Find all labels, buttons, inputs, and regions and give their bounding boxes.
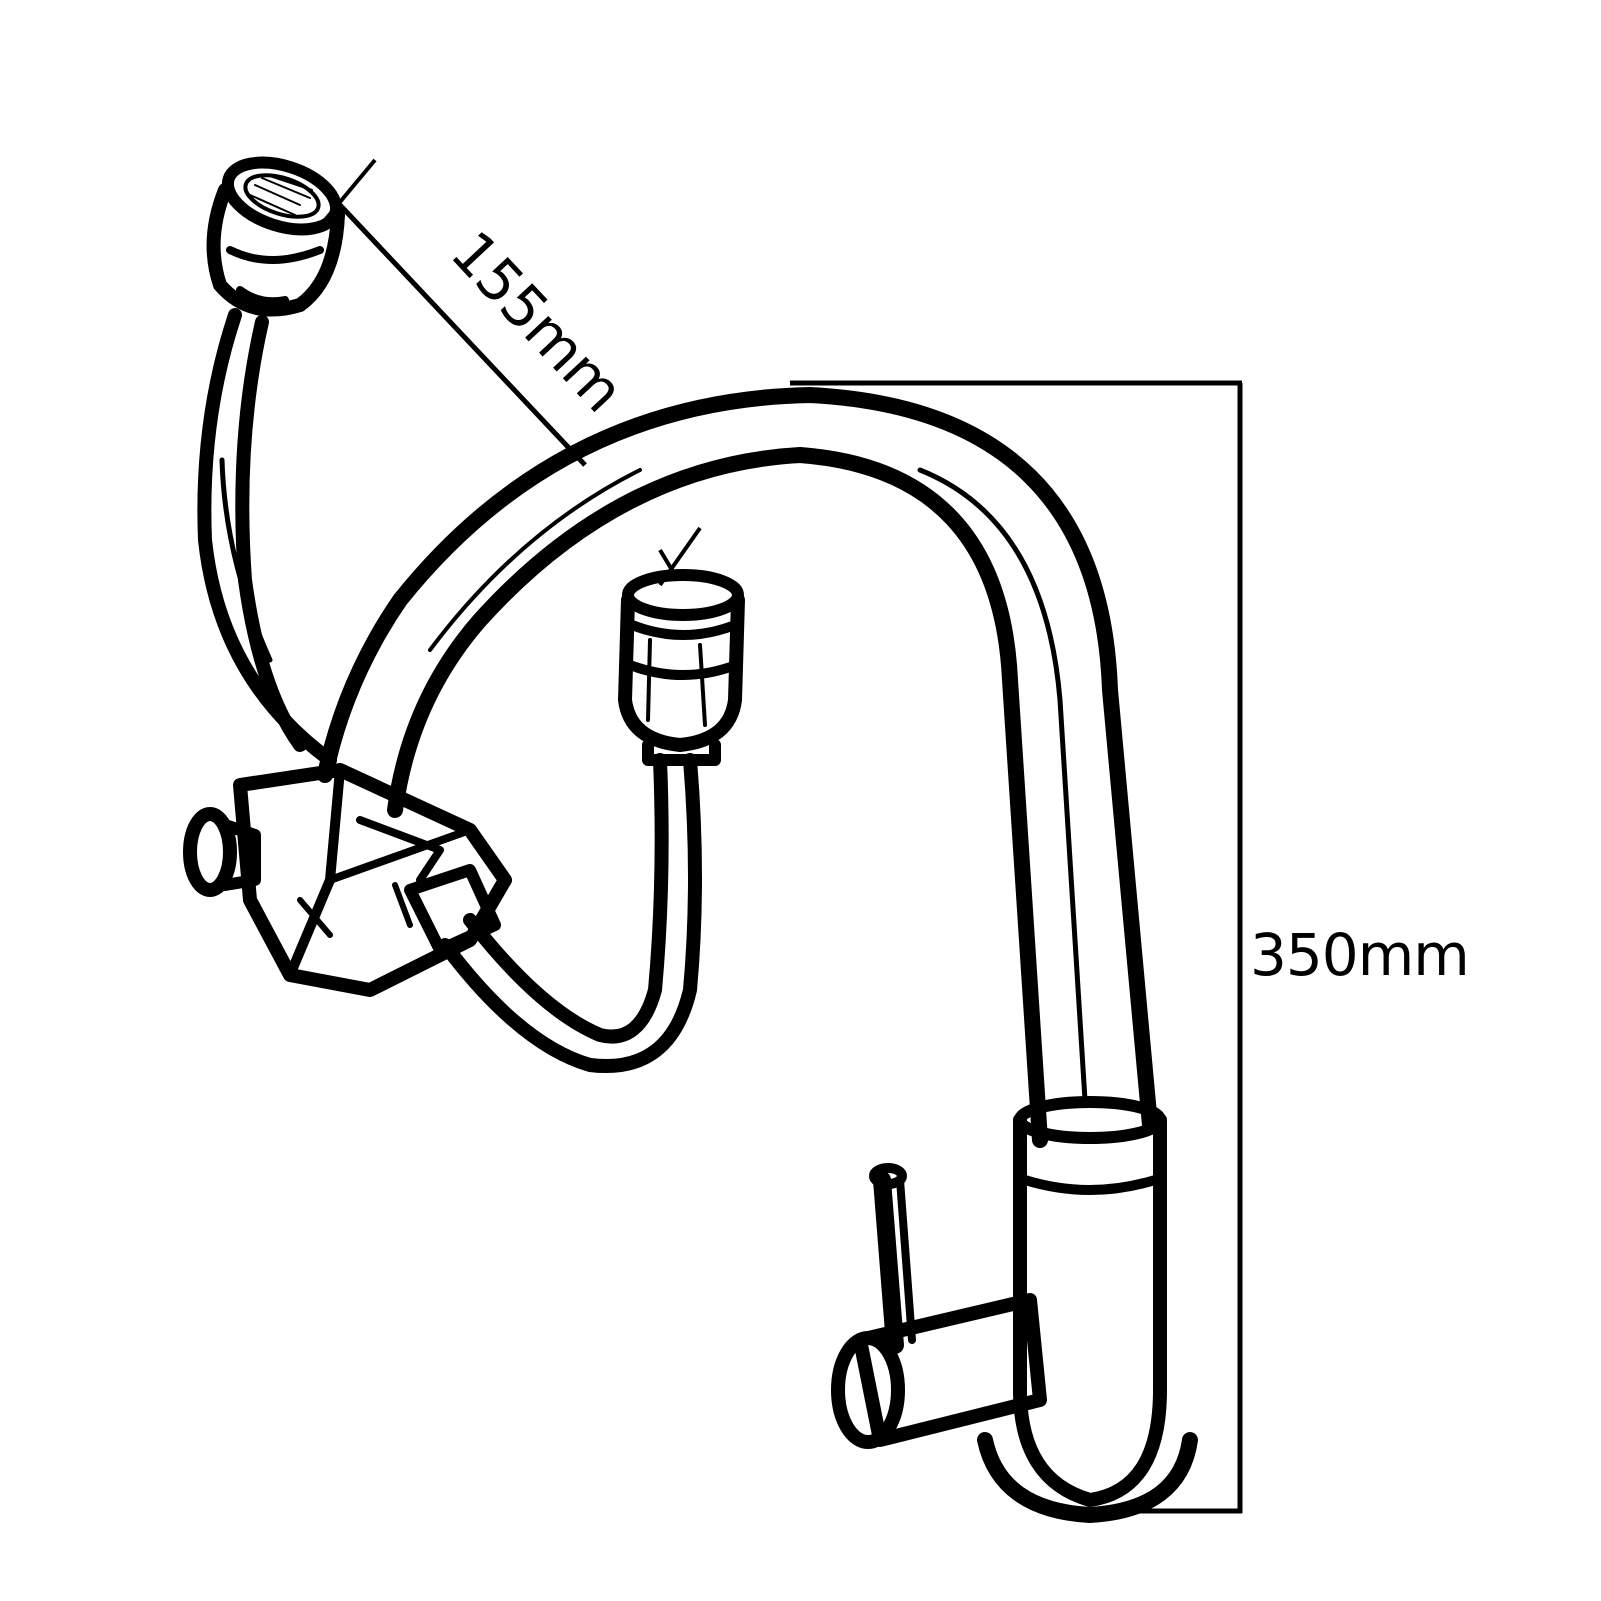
lever-handle [831, 1163, 1047, 1449]
aerator-nozzle [618, 569, 745, 766]
dimension-label-350mm: 350mm [1250, 921, 1469, 989]
main-spout [317, 387, 1158, 1148]
flex-hose-spray [197, 308, 337, 767]
diverter-valve [183, 763, 512, 997]
extension-tick-aerator [658, 526, 702, 587]
diverter-knob-icon [183, 807, 261, 897]
dimension-label-155mm: 155mm [438, 218, 637, 424]
dimension-spout-reach: 155mm [313, 158, 702, 587]
flex-hose-aerator [438, 753, 702, 1073]
dimension-line-155 [338, 203, 587, 467]
extension-tick-top [313, 158, 377, 234]
faucet-base [831, 1096, 1198, 1523]
dimension-faucet-height: 350mm [790, 380, 1470, 1514]
spray-head [206, 156, 345, 317]
